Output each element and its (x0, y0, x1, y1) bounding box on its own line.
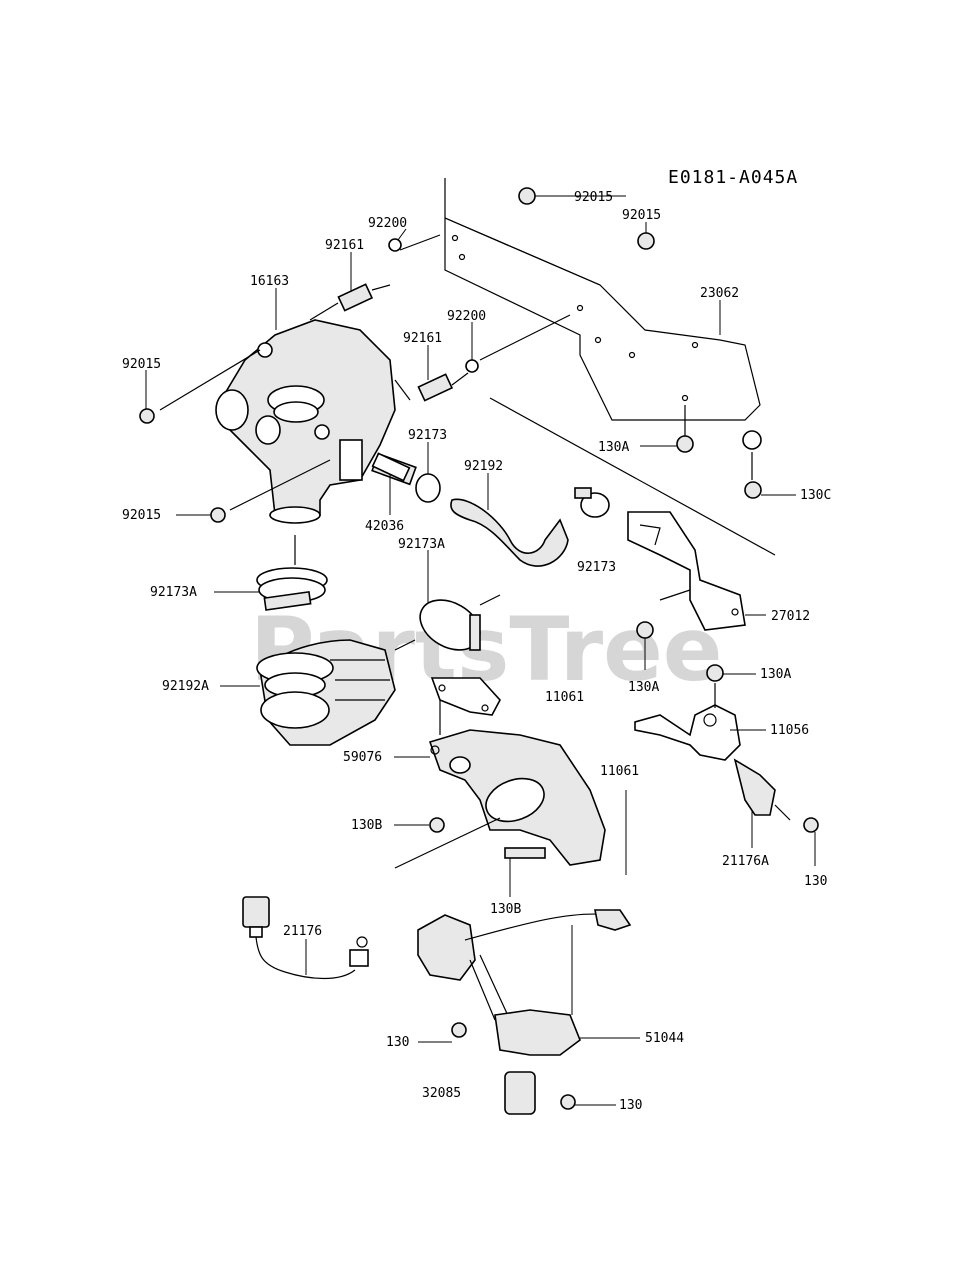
bracket-27012 (627, 511, 746, 631)
part-label-92015: 92015 (122, 357, 161, 372)
part-label-11056: 11056 (770, 723, 809, 738)
clamp-92173-small (574, 487, 610, 518)
part-label-16163: 16163 (250, 274, 289, 289)
part-label-32085: 32085 (422, 1086, 461, 1101)
fuel-injector-51044 (417, 909, 632, 1056)
part-label-11061: 11061 (600, 764, 639, 779)
diagram-code: E0181-A045A (668, 167, 798, 188)
air-duct-92192a (256, 639, 396, 746)
part-label-27012: 27012 (771, 609, 810, 624)
part-label-130a: 130A (628, 680, 659, 695)
sensor-cable-21176 (242, 896, 369, 980)
part-label-92200: 92200 (368, 216, 407, 231)
bracket-11056 (634, 704, 741, 761)
part-label-92173a: 92173A (150, 585, 197, 600)
clip-32085 (504, 1071, 536, 1115)
leader-lines (145, 195, 816, 1106)
part-label-92192a: 92192A (162, 679, 209, 694)
mounting-plate-23062 (444, 178, 776, 556)
part-label-59076: 59076 (343, 750, 382, 765)
sensor-21176a (733, 758, 776, 816)
part-label-11061: 11061 (545, 690, 584, 705)
intake-manifold-11061 (428, 729, 606, 866)
part-label-92015: 92015 (574, 190, 613, 205)
part-label-21176: 21176 (283, 924, 322, 939)
part-label-21176a: 21176A (722, 854, 769, 869)
part-label-51044: 51044 (645, 1031, 684, 1046)
hose-clamp-92173a-center (419, 599, 481, 651)
hose-clamp-92173a-left (256, 567, 328, 611)
part-label-130c: 130C (800, 488, 831, 503)
part-label-130b: 130B (351, 818, 382, 833)
part-label-92161: 92161 (325, 238, 364, 253)
part-label-42036: 42036 (365, 519, 404, 534)
part-label-92173: 92173 (577, 560, 616, 575)
part-label-92173: 92173 (408, 428, 447, 443)
part-labels: 92015 92015 92015 92015 92200 92200 9216… (122, 190, 831, 1113)
part-label-23062: 23062 (700, 286, 739, 301)
part-label-92200: 92200 (447, 309, 486, 324)
part-label-130: 130 (619, 1098, 642, 1113)
part-label-92015: 92015 (622, 208, 661, 223)
part-label-130: 130 (804, 874, 827, 889)
part-label-130a: 130A (598, 440, 629, 455)
part-label-92173a: 92173A (398, 537, 445, 552)
part-label-92192: 92192 (464, 459, 503, 474)
reference-lines (159, 234, 791, 869)
hose-92192 (450, 498, 569, 567)
fasteners (139, 187, 819, 1110)
throttle-body-16163 (215, 319, 396, 524)
part-label-92161: 92161 (403, 331, 442, 346)
part-label-130b: 130B (490, 902, 521, 917)
part-label-92015: 92015 (122, 508, 161, 523)
part-label-130: 130 (386, 1035, 409, 1050)
part-label-130a: 130A (760, 667, 791, 682)
